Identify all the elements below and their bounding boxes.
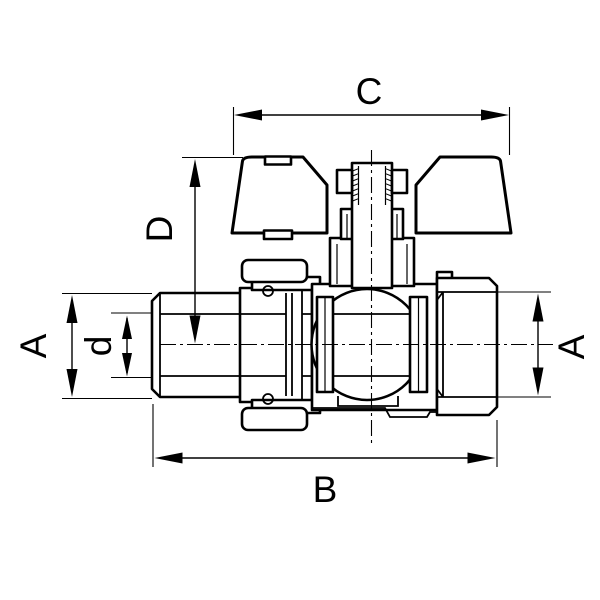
dimension-d-height: D: [139, 156, 243, 344]
stem-thread-ticks: [352, 168, 392, 202]
dimension-label-a-right: A: [551, 334, 592, 359]
dimension-label-a-left: A: [13, 333, 54, 358]
handle-hub-right: [390, 168, 409, 195]
wing-grip-bottom: [262, 229, 294, 241]
dimension-label-d-height: D: [139, 216, 180, 243]
female-thread-end: [435, 270, 499, 417]
dimension-label-d-bore: d: [78, 336, 119, 357]
handle-hub-left: [335, 168, 354, 195]
dimension-a-left: A: [13, 292, 152, 400]
dimension-c: C: [232, 71, 511, 155]
dimension-a-right: A: [497, 291, 592, 398]
handle-wing-right: [414, 155, 513, 235]
handle-wing-left: [230, 155, 329, 235]
dimension-b: B: [152, 404, 498, 510]
dimension-label-c: C: [356, 71, 383, 112]
dimension-d-bore: d: [78, 312, 152, 379]
wing-grip-top: [263, 155, 293, 166]
butterfly-handle: [230, 155, 513, 241]
centerlines: [160, 150, 553, 444]
dimension-label-b: B: [313, 469, 338, 510]
